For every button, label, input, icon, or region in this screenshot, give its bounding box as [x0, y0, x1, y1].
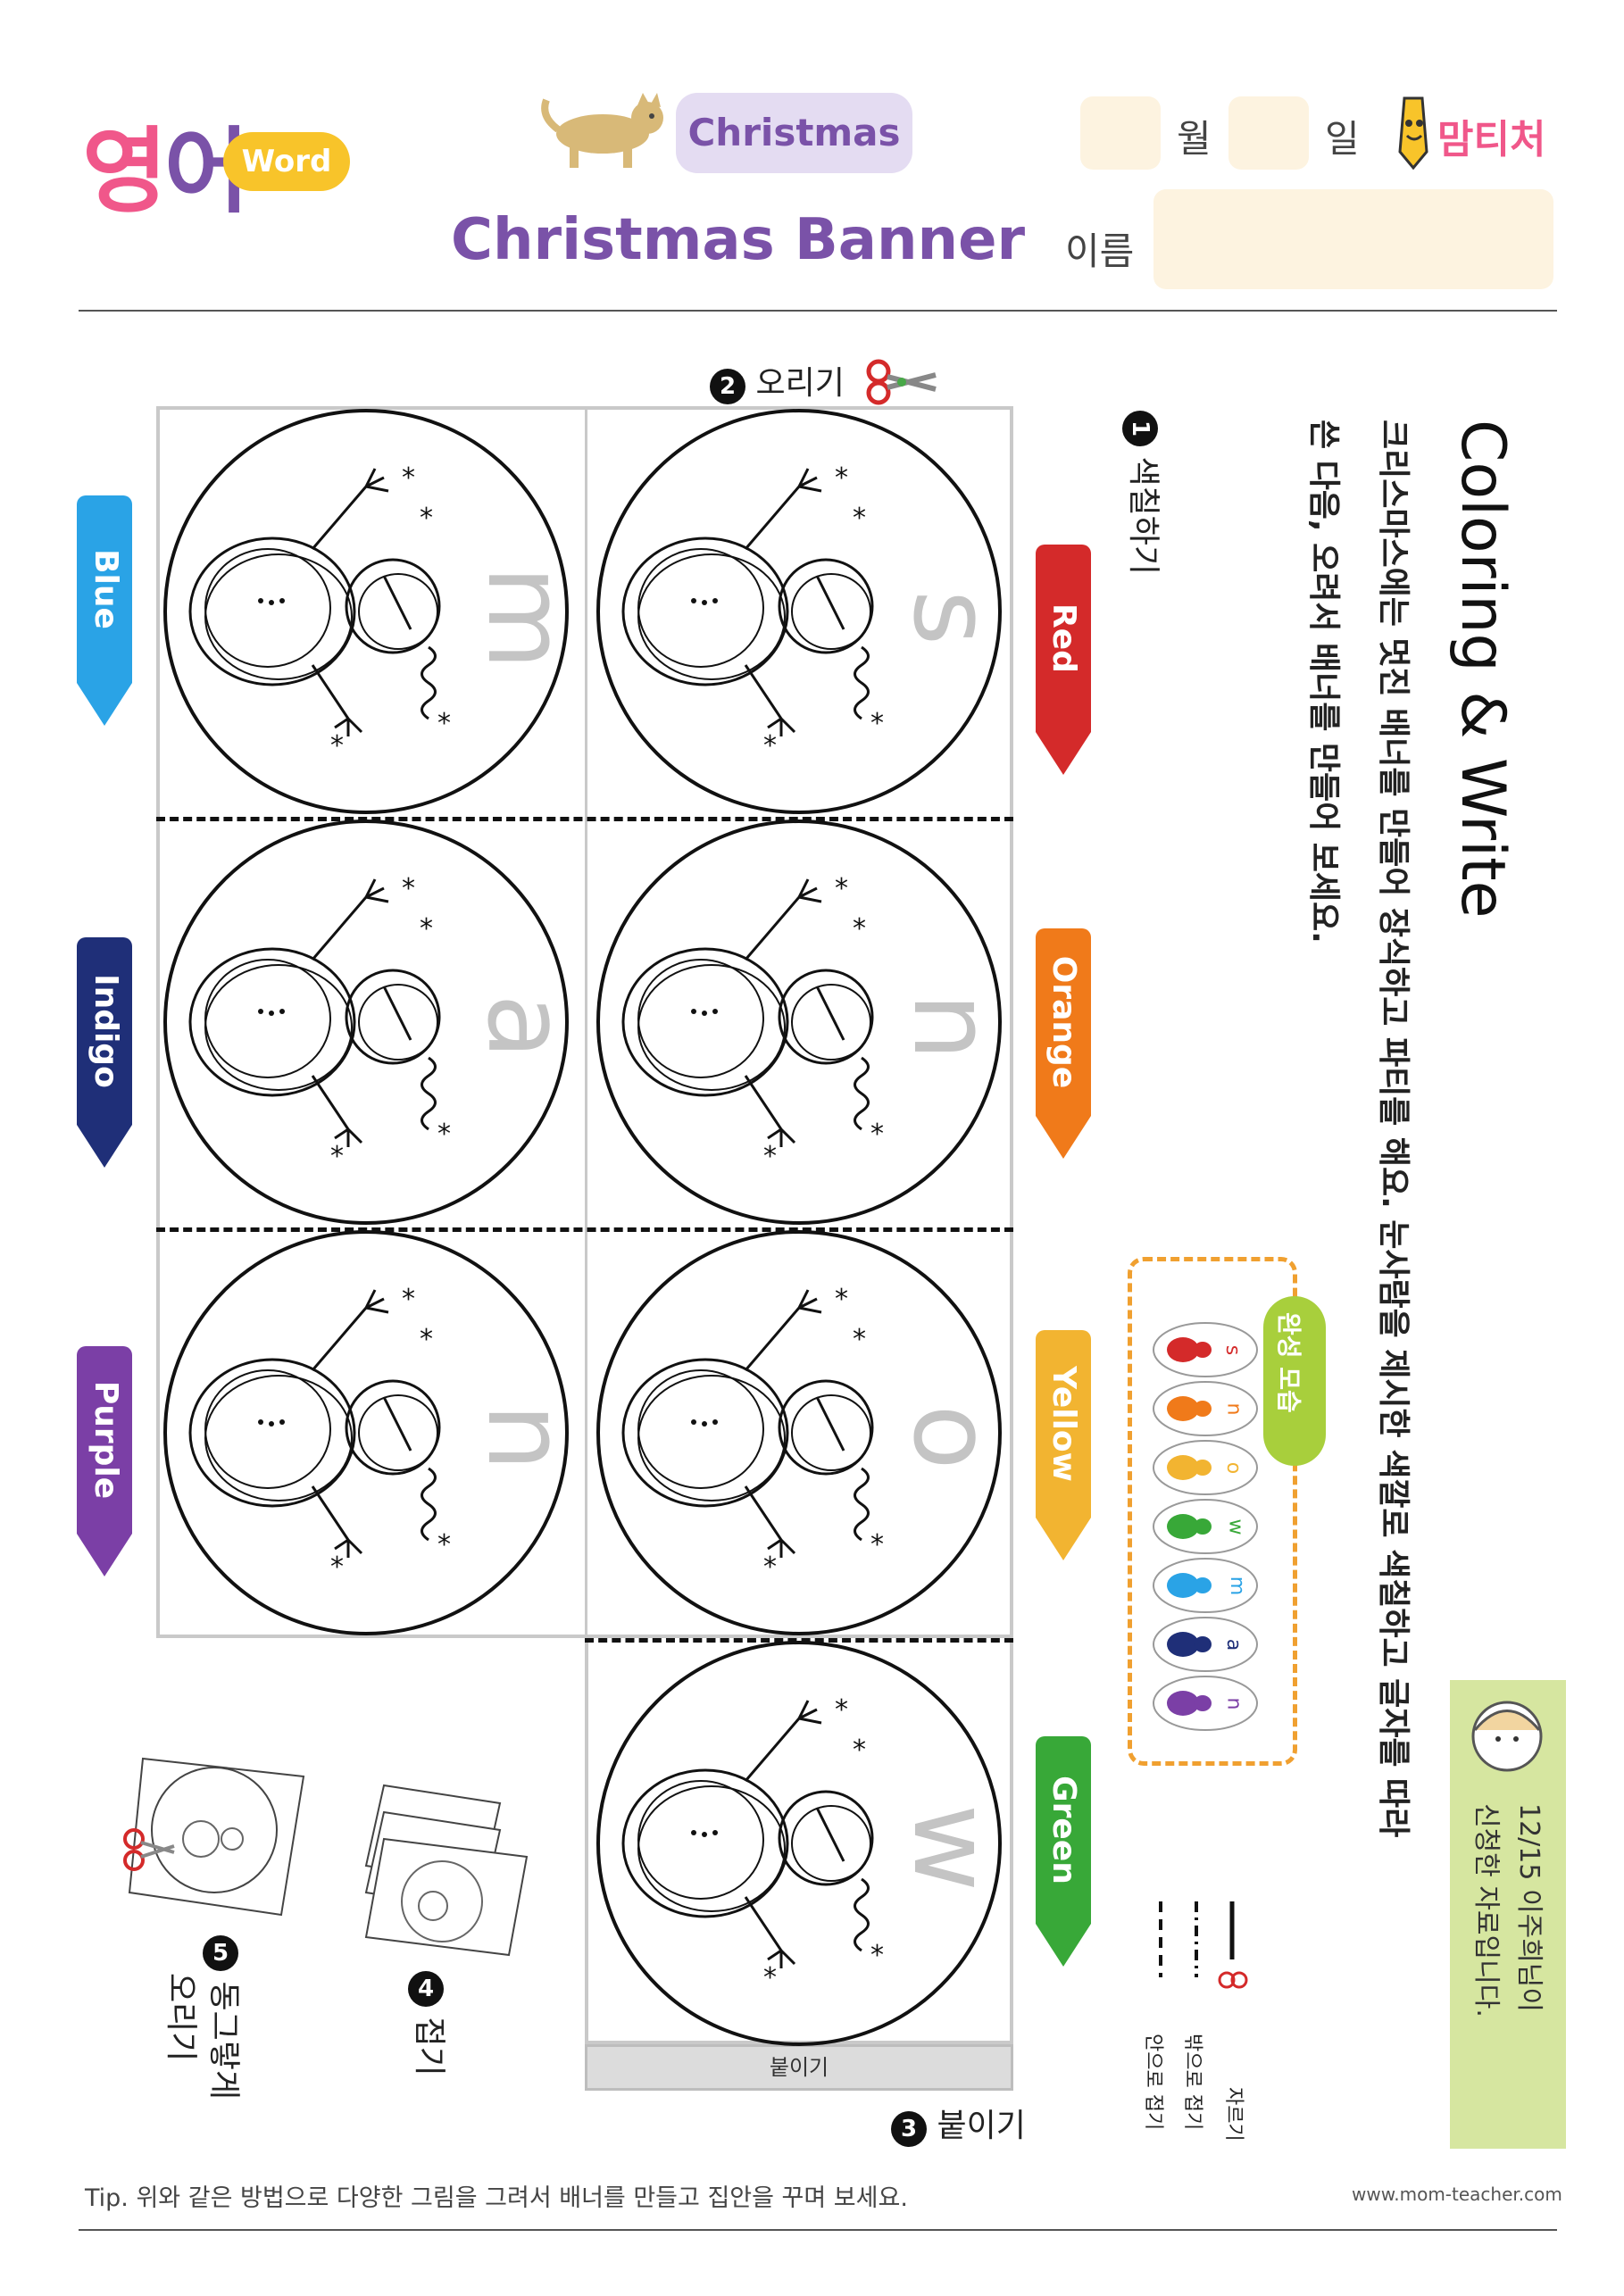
sample-letter-6: a: [1222, 1638, 1245, 1651]
crayon-label-blue: Blue: [87, 549, 124, 629]
instructions-line-2: 쓴 다음, 오려서 배너를 만들어 보세요.: [1305, 420, 1342, 944]
brand-logo: 맘티처: [1437, 117, 1546, 162]
fold-in-line: [156, 1227, 1013, 1232]
sample-preview: [1128, 1257, 1297, 1766]
fold-out-line: [156, 817, 1013, 821]
instructions-line-1: 크리스마스에는 멋진 배너를 만들어 장식하고 파티를 해요. 눈사람을 제시한…: [1375, 420, 1412, 1838]
month-label: 월: [1177, 117, 1212, 161]
crayon-label-indigo: Indigo: [87, 974, 124, 1088]
footer-rule: [79, 2229, 1557, 2231]
sample-letter-5: m: [1226, 1576, 1249, 1596]
step-4-label: 4 접기: [408, 1971, 455, 2076]
crayon-label-orange: Orange: [1045, 955, 1082, 1089]
crayon-indigo: [77, 937, 132, 1125]
line-legend: [1159, 1901, 1248, 1989]
step-5-label-2: 오리기: [162, 1973, 199, 2062]
crayon-green: [1036, 1736, 1091, 1924]
crayon-purple: [77, 1346, 132, 1534]
sample-letter-3: o: [1222, 1461, 1245, 1475]
day-field[interactable]: [1228, 96, 1309, 170]
crayon-blue: [77, 495, 132, 683]
crayon-tip-orange: [1036, 1116, 1091, 1159]
step-5-label: 5 동그랗게: [203, 1935, 250, 2100]
legend-fold-in: 안으로 접기: [1142, 2034, 1164, 2131]
column-divider: [585, 406, 587, 1638]
sample-letter-1: s: [1221, 1344, 1245, 1356]
banner-letter-n: n: [463, 1402, 587, 1472]
dog-icon: [541, 93, 663, 168]
legend-fold-out: 밖으로 접기: [1181, 2034, 1203, 2131]
pencil-mascot-icon: [1398, 96, 1428, 170]
sample-banner-image: [1153, 1322, 1258, 1731]
topic-badge: Christmas: [676, 93, 912, 173]
banner-letter-a: a: [463, 994, 587, 1060]
logo-part-1: 영: [82, 117, 168, 226]
name-label: 이름: [1065, 229, 1135, 273]
step-2-label: 2 오리기: [710, 357, 845, 404]
day-label: 일: [1325, 117, 1360, 161]
round-cut-illustration: [123, 1757, 305, 1917]
banner-letter-w: w: [889, 1803, 1013, 1893]
footer-url[interactable]: www.mom-teacher.com: [1352, 2184, 1562, 2205]
crayon-tip-green: [1036, 1924, 1091, 1967]
step-1-label: 1 색칠하기: [1122, 411, 1170, 575]
month-field[interactable]: [1080, 96, 1161, 170]
footer-tip: Tip. 위와 같은 방법으로 다양한 그림을 그려서 배너를 만들고 집안을 …: [85, 2184, 908, 2212]
teacher-avatar-icon: [1471, 1701, 1543, 1772]
sample-label: 완성 모습: [1274, 1312, 1303, 1413]
word-badge: Word: [223, 132, 350, 191]
crayon-tip-red: [1036, 732, 1091, 775]
crayon-tip-blue: [77, 683, 132, 726]
step-3-label: 3 붙이기: [891, 2100, 1026, 2147]
crayon-yellow: [1036, 1330, 1091, 1518]
crayon-orange: [1036, 928, 1091, 1116]
fold-out-line-2: [585, 1638, 1013, 1643]
page-title: Christmas Banner: [451, 207, 1026, 273]
sample-letter-4: w: [1224, 1518, 1247, 1535]
banner-letter-m: m: [463, 565, 587, 670]
legend-cut: 자르기: [1222, 2087, 1245, 2142]
sample-tag: [1263, 1296, 1326, 1466]
header-rule: [79, 310, 1557, 312]
crayon-label-green: Green: [1045, 1776, 1082, 1884]
crayon-tip-indigo: [77, 1125, 132, 1168]
notice-line-2: 신청한 자료입니다.: [1470, 1803, 1502, 2017]
crayon-tip-purple: [77, 1534, 132, 1576]
crayon-label-purple: Purple: [87, 1380, 124, 1500]
crayon-label-red: Red: [1045, 603, 1082, 673]
fold-illustration: [364, 1784, 529, 1957]
crayon-red: [1036, 545, 1091, 732]
notice-line-1: 12/15 이주희님이: [1513, 1803, 1545, 2012]
crayon-tip-yellow: [1036, 1518, 1091, 1560]
scissors-icon: [866, 359, 937, 405]
sample-letter-7: n: [1222, 1697, 1245, 1710]
sample-letter-2: n: [1222, 1402, 1245, 1416]
instructions-heading: Coloring & Write: [1447, 420, 1518, 919]
name-field[interactable]: [1153, 189, 1553, 289]
crayon-label-yellow: Yellow: [1045, 1366, 1082, 1482]
